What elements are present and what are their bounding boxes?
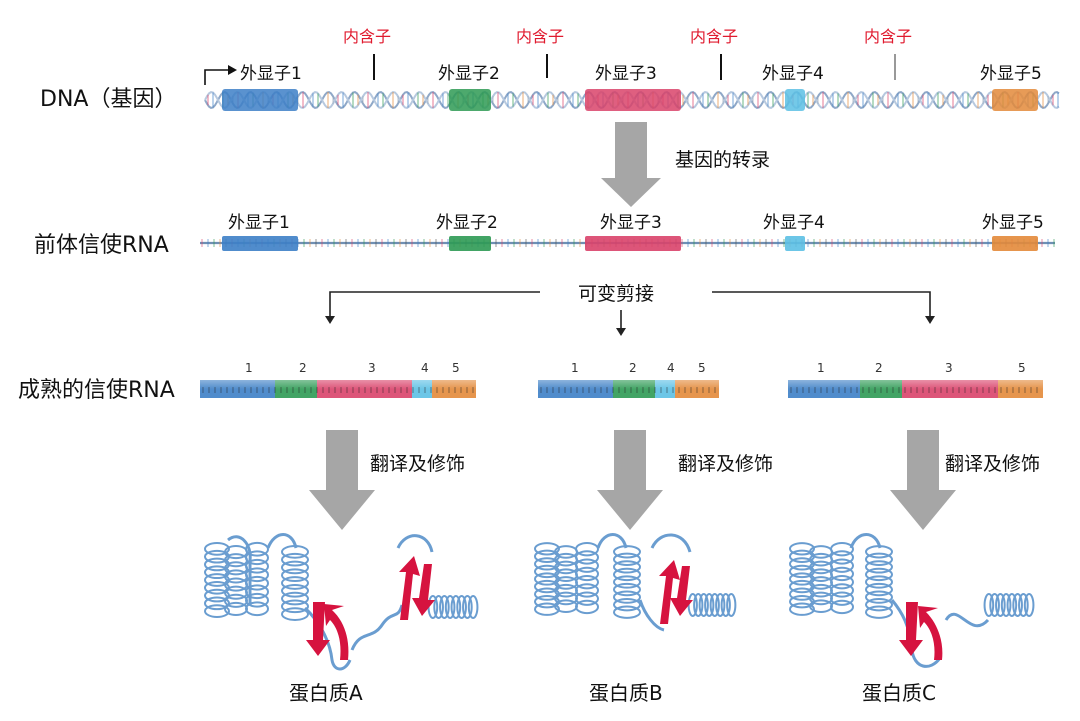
dna-exon-3 <box>585 89 681 111</box>
translation-label-a: 翻译及修饰 <box>370 453 465 475</box>
dna-exon-label-5: 外显子5 <box>980 64 1042 84</box>
protein-b-structure <box>534 533 737 632</box>
mrna-a-number-2: 2 <box>299 361 307 375</box>
translation-arrow-c <box>890 430 956 530</box>
mrna-a-number-5: 5 <box>452 361 460 375</box>
mature-mrna-row-label: 成熟的信使RNA <box>18 378 175 403</box>
pre-exon-label-3: 外显子3 <box>600 213 662 233</box>
mature-mrna-b <box>538 380 719 398</box>
pre-exon-label-2: 外显子2 <box>436 213 498 233</box>
dna-exon-label-4: 外显子4 <box>762 64 824 84</box>
pre-exon-3 <box>585 236 681 251</box>
mrna-a-number-1: 1 <box>245 361 253 375</box>
protein-a-structure <box>204 533 479 671</box>
dna-exon-label-2: 外显子2 <box>438 64 500 84</box>
mature-mrna-a <box>200 380 476 398</box>
translation-label-c: 翻译及修饰 <box>945 453 1040 475</box>
mrna-b-number-4: 4 <box>667 361 675 375</box>
splicing-arrowheads <box>325 316 935 336</box>
pre-exon-1 <box>222 236 298 251</box>
pre-mrna-row-label: 前体信使RNA <box>34 233 169 258</box>
translation-arrow-a <box>309 430 375 530</box>
mrna-b-number-1: 1 <box>571 361 579 375</box>
dna-exon-label-1: 外显子1 <box>240 64 302 84</box>
mrna-c-number-3: 3 <box>945 361 953 375</box>
pre-exon-label-4: 外显子4 <box>763 213 825 233</box>
mrna-c-number-1: 1 <box>817 361 825 375</box>
pre-exon-label-5: 外显子5 <box>982 213 1044 233</box>
translation-label-b: 翻译及修饰 <box>678 453 773 475</box>
intron-label-3: 内含子 <box>690 27 738 46</box>
dna-exon-4 <box>785 89 805 111</box>
mrna-b-number-2: 2 <box>629 361 637 375</box>
dna-exon-1 <box>222 89 298 111</box>
pre-exon-2 <box>449 236 491 251</box>
protein-b-label: 蛋白质B <box>589 681 663 705</box>
transcription-start-arrow <box>204 69 232 85</box>
pre-exon-5 <box>992 236 1038 251</box>
splicing-connector <box>329 291 931 330</box>
mrna-c-number-2: 2 <box>875 361 883 375</box>
dna-exon-5 <box>992 89 1038 111</box>
pre-exon-label-1: 外显子1 <box>228 213 290 233</box>
mature-mrna-c <box>788 380 1043 398</box>
protein-a-label: 蛋白质A <box>289 681 363 705</box>
translation-arrow-b <box>597 430 663 530</box>
splicing-label: 可变剪接 <box>578 283 654 305</box>
mrna-c-number-5: 5 <box>1018 361 1026 375</box>
dna-exon-label-3: 外显子3 <box>595 64 657 84</box>
dna-exon-2 <box>449 89 491 111</box>
dna-row-label: DNA（基因） <box>40 87 176 112</box>
intron-label-2: 内含子 <box>516 27 564 46</box>
mrna-a-number-3: 3 <box>368 361 376 375</box>
intron-label-4: 内含子 <box>864 27 912 46</box>
protein-c-structure <box>789 533 1035 668</box>
mrna-b-number-5: 5 <box>698 361 706 375</box>
mrna-a-number-4: 4 <box>421 361 429 375</box>
transcription-label: 基因的转录 <box>675 149 770 171</box>
protein-c-label: 蛋白质C <box>862 681 936 705</box>
pre-exon-4 <box>785 236 805 251</box>
intron-label-1: 内含子 <box>343 27 391 46</box>
transcription-arrow <box>601 122 661 207</box>
start-arrowhead <box>228 65 237 75</box>
